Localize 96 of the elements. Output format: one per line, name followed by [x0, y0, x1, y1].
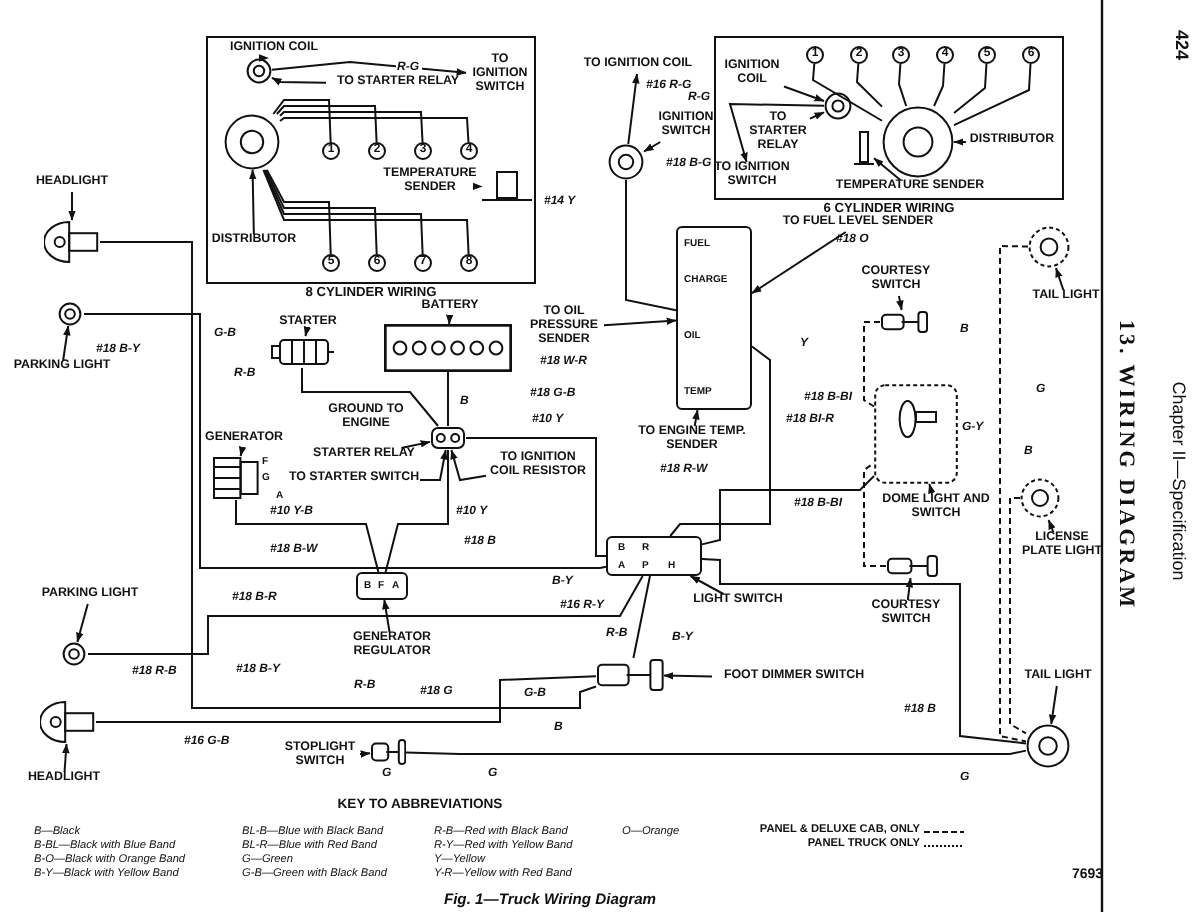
leader-line [359, 750, 371, 758]
leader-line [1055, 267, 1065, 291]
leader-line [382, 599, 391, 633]
parking-light-drawing [60, 642, 88, 666]
leader-line [62, 325, 71, 361]
leader-line [689, 575, 725, 595]
leader-line [896, 295, 904, 311]
headlight-drawing [44, 220, 100, 264]
wire [863, 462, 887, 567]
leader-line [76, 603, 89, 643]
starter-motor-drawing [270, 336, 334, 368]
wire [701, 557, 1027, 745]
parking-light-drawing [56, 302, 84, 326]
leader-line [928, 483, 936, 495]
wire [275, 105, 378, 143]
dome-light-drawing [874, 384, 958, 484]
temperature-sender-symbol [482, 170, 532, 206]
wire [263, 169, 424, 255]
wire [265, 169, 332, 255]
leader-line [400, 440, 431, 449]
leader-line [68, 191, 76, 221]
dimmer-switch-drawing [596, 658, 664, 692]
temperature-sender-symbol [854, 130, 874, 170]
courtesy-switch-drawing [886, 554, 938, 578]
leader-line [473, 182, 483, 190]
wire [301, 367, 440, 427]
leader-line [271, 76, 327, 86]
leader-line [643, 141, 662, 153]
distributor-symbol [224, 114, 280, 170]
wire [811, 63, 883, 122]
wire [465, 437, 607, 557]
wire [279, 111, 424, 143]
leader-line [62, 743, 70, 773]
leader-line [953, 138, 967, 146]
leader-line [663, 672, 713, 680]
wire [405, 749, 1027, 755]
wire [279, 117, 470, 143]
leader-line [809, 111, 825, 120]
instrument-cluster [676, 226, 752, 410]
wire [95, 675, 597, 723]
generator-regulator [356, 572, 408, 600]
leader-line [303, 326, 312, 337]
leader-line [445, 314, 454, 325]
leader-line [783, 85, 825, 102]
wire [625, 179, 677, 312]
wire [953, 63, 988, 114]
wire [384, 449, 449, 573]
leader-line [259, 54, 270, 62]
wire [83, 313, 607, 569]
wire [447, 371, 449, 427]
section-heading: 13. WIRING DIAGRAM [1115, 318, 1137, 610]
wire [632, 575, 651, 659]
page-number: 424 [1173, 28, 1191, 60]
wire [235, 499, 380, 573]
chapter-heading: Chapter II—Specification [1169, 380, 1187, 580]
wire [863, 321, 881, 408]
ignition-switch-symbol [608, 144, 644, 180]
wire [99, 241, 597, 709]
leader-line [751, 231, 847, 295]
leader-line [603, 317, 677, 327]
distributor-symbol [882, 106, 954, 178]
wire [262, 169, 470, 255]
wire [1009, 497, 1027, 735]
light-switch [606, 536, 702, 576]
ignition-coil-symbol [246, 58, 272, 84]
stoplight-switch-drawing [370, 738, 406, 766]
leader-line [1047, 519, 1056, 533]
leader-line [692, 409, 700, 427]
leader-line [238, 446, 247, 457]
leader-line [873, 157, 902, 181]
wire [933, 63, 946, 107]
starter-relay-drawing [430, 426, 466, 450]
generator-drawing [212, 456, 260, 500]
ignition-coil-symbol [824, 92, 852, 120]
wire [999, 244, 1029, 743]
leader-line [728, 102, 825, 163]
headlight-drawing [40, 700, 96, 744]
leader-line [249, 169, 257, 235]
tail-light-drawing [1026, 724, 1070, 768]
courtesy-switch-drawing [880, 310, 928, 334]
wire [701, 475, 875, 546]
wire [272, 99, 332, 143]
leader-line [450, 449, 487, 482]
leader-line [1048, 685, 1058, 725]
tail-light-drawing [1028, 226, 1070, 268]
wire [669, 345, 771, 537]
wire [855, 63, 883, 108]
leader-line [627, 73, 640, 145]
wire [953, 63, 1032, 127]
leader-line [419, 449, 448, 481]
license-plate-light-drawing [1020, 476, 1060, 520]
wire [898, 63, 908, 107]
wire [87, 575, 644, 655]
leader-line [905, 577, 914, 601]
wire [264, 169, 378, 255]
battery-drawing [384, 324, 512, 372]
